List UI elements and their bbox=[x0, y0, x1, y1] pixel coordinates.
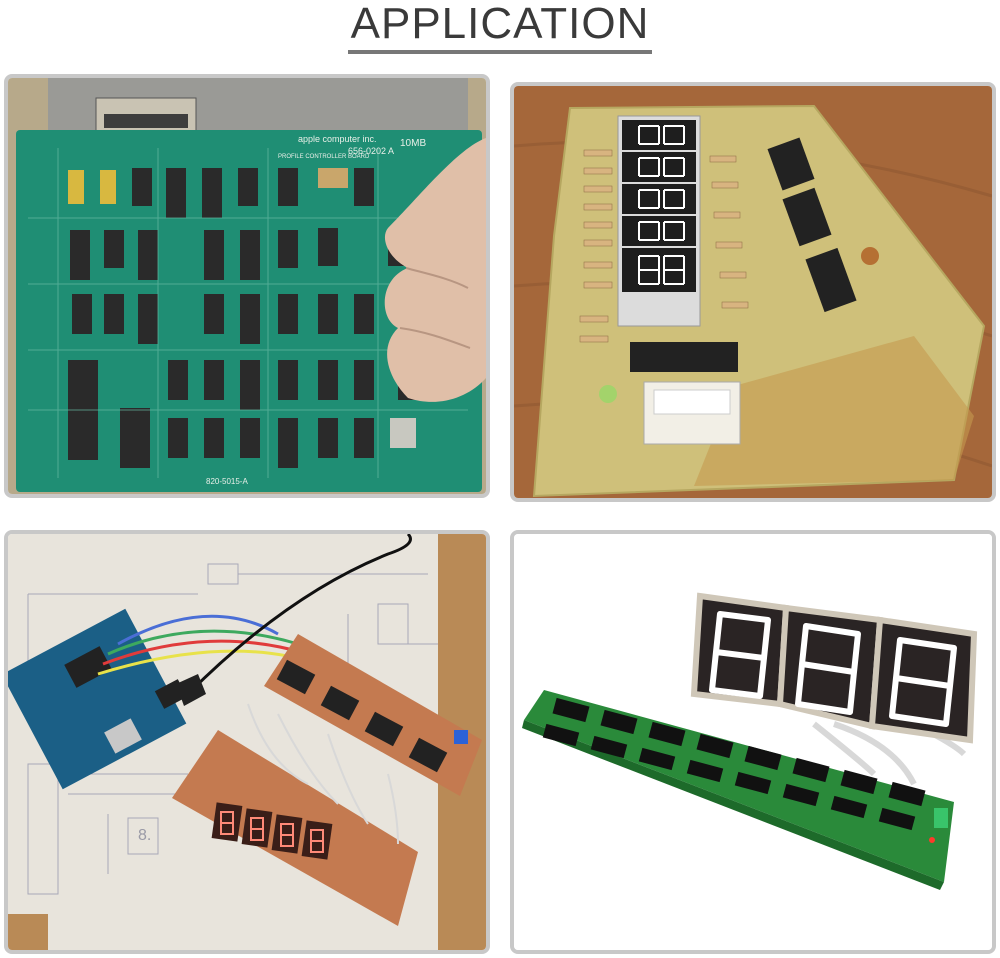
photo-green-driver-board bbox=[510, 530, 996, 954]
title-underline bbox=[348, 50, 652, 54]
silk-capacity: 10MB bbox=[400, 138, 426, 149]
photo-arduino-copper-pcb: 8. bbox=[4, 530, 490, 954]
three-digit-display bbox=[690, 592, 978, 744]
silk-maker: apple computer inc. bbox=[298, 134, 377, 144]
silk-product: PROFILE CONTROLLER BOARD bbox=[278, 154, 370, 160]
silk-part: 656-0202 A bbox=[348, 146, 394, 156]
paper-digit-label: 8. bbox=[138, 827, 151, 844]
four-digit-display bbox=[211, 802, 333, 860]
yellow-pcb-illustration bbox=[514, 86, 992, 498]
silk-assembly: 820-5015-A bbox=[206, 477, 248, 486]
title-block: APPLICATION bbox=[0, 0, 1000, 54]
photo-yellow-pcb-display bbox=[510, 82, 996, 502]
arduino-pcb-illustration: 8. bbox=[8, 534, 486, 950]
driver-board-illustration bbox=[514, 534, 992, 950]
arduino-board bbox=[8, 608, 187, 790]
page-title: APPLICATION bbox=[350, 0, 650, 48]
photo-apple-controller-board: apple computer inc. PROFILE CONTROLLER B… bbox=[4, 74, 490, 498]
controller-board-illustration: apple computer inc. PROFILE CONTROLLER B… bbox=[8, 78, 486, 494]
five-digit-display bbox=[617, 115, 701, 327]
